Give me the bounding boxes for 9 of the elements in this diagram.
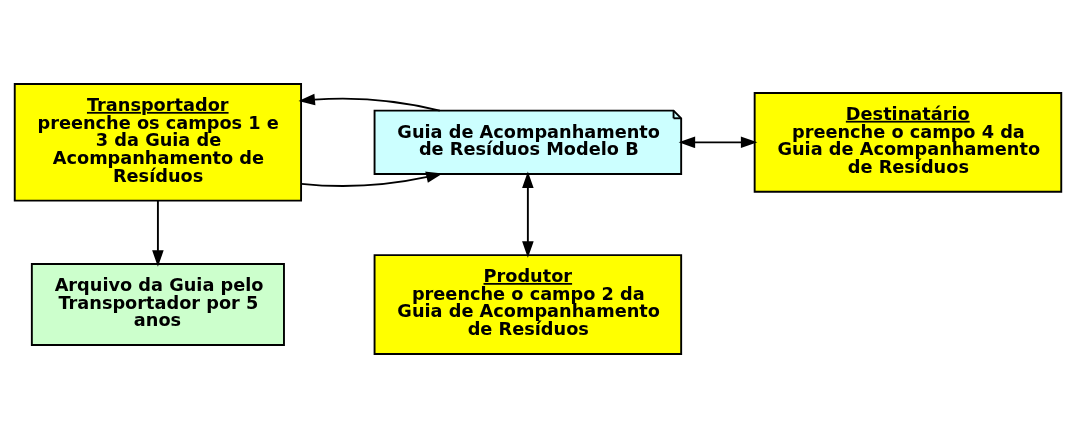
- arrow: [678, 136, 758, 148]
- arrow: [300, 171, 443, 187]
- arrow: [522, 171, 534, 258]
- node-box: Destinatário preenche o campo 4 da Guia de Acompanhamento de Resíduos: [753, 91, 1063, 193]
- node-box: Transportador preenche os campos 1 e 3 da Guia de Acompanhamento de Resíduos: [13, 82, 303, 202]
- arrow: [152, 199, 164, 267]
- node-box: Arquivo da Guia pelo Transportador por 5 anos: [30, 262, 285, 346]
- node-box: Produtor preenche o campo 2 da Guia de Acompanhamento de Resíduos: [373, 253, 683, 355]
- arrow: [298, 93, 441, 112]
